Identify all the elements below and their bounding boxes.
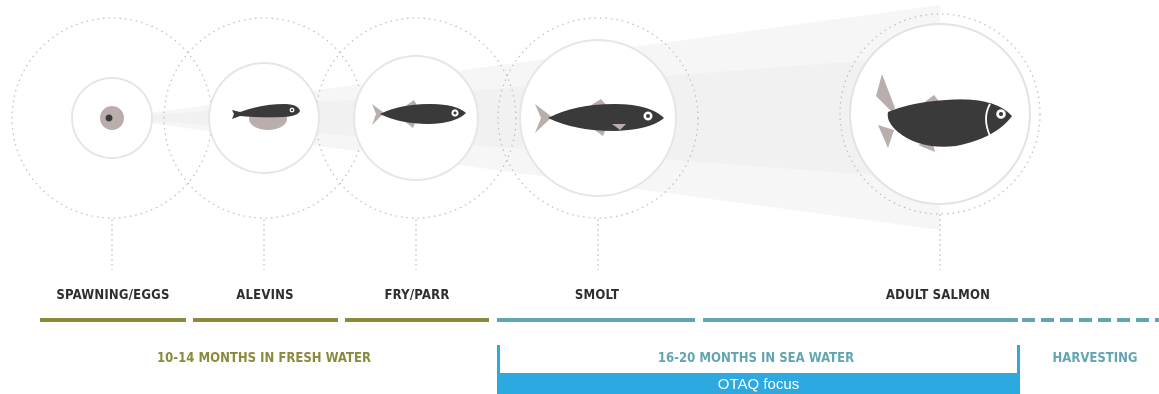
harvest-dash [1098, 318, 1111, 322]
timeline-sea [497, 318, 1018, 322]
timeline-harvest [1022, 318, 1159, 322]
focus-bracket-left [497, 345, 500, 375]
focus-label: OTAQ focus [497, 376, 1020, 394]
phase-label-fresh-water: 10-14 MONTHS IN FRESH WATER [157, 351, 371, 366]
bar-alevins [193, 318, 338, 322]
stage-label-smolt: SMOLT [575, 288, 619, 303]
egg-icon [100, 106, 124, 130]
harvest-dash [1060, 318, 1073, 322]
bar-smolt [497, 318, 695, 322]
stage-label-eggs: SPAWNING/EGGS [56, 288, 169, 303]
harvest-dash [1079, 318, 1092, 322]
drop-lines [112, 214, 940, 270]
bar-eggs [40, 318, 186, 322]
bar-fry [345, 318, 489, 322]
stage-label-alevins: ALEVINS [236, 288, 294, 303]
timeline-fresh [40, 318, 489, 322]
harvest-dash [1117, 318, 1130, 322]
harvest-dash [1022, 318, 1035, 322]
phase-label-sea-water: 16-20 MONTHS IN SEA WATER [658, 351, 854, 366]
stage-discs [72, 24, 1030, 204]
stage-label-fry: FRY/PARR [384, 288, 449, 303]
harvest-dash [1136, 318, 1149, 322]
stage-label-adult: ADULT SALMON [886, 288, 990, 303]
harvest-dash [1155, 318, 1159, 322]
harvest-dash [1041, 318, 1054, 322]
bar-adult [703, 318, 1018, 322]
focus-bracket-right [1017, 345, 1020, 375]
phase-label-harvesting: HARVESTING [1052, 351, 1137, 366]
